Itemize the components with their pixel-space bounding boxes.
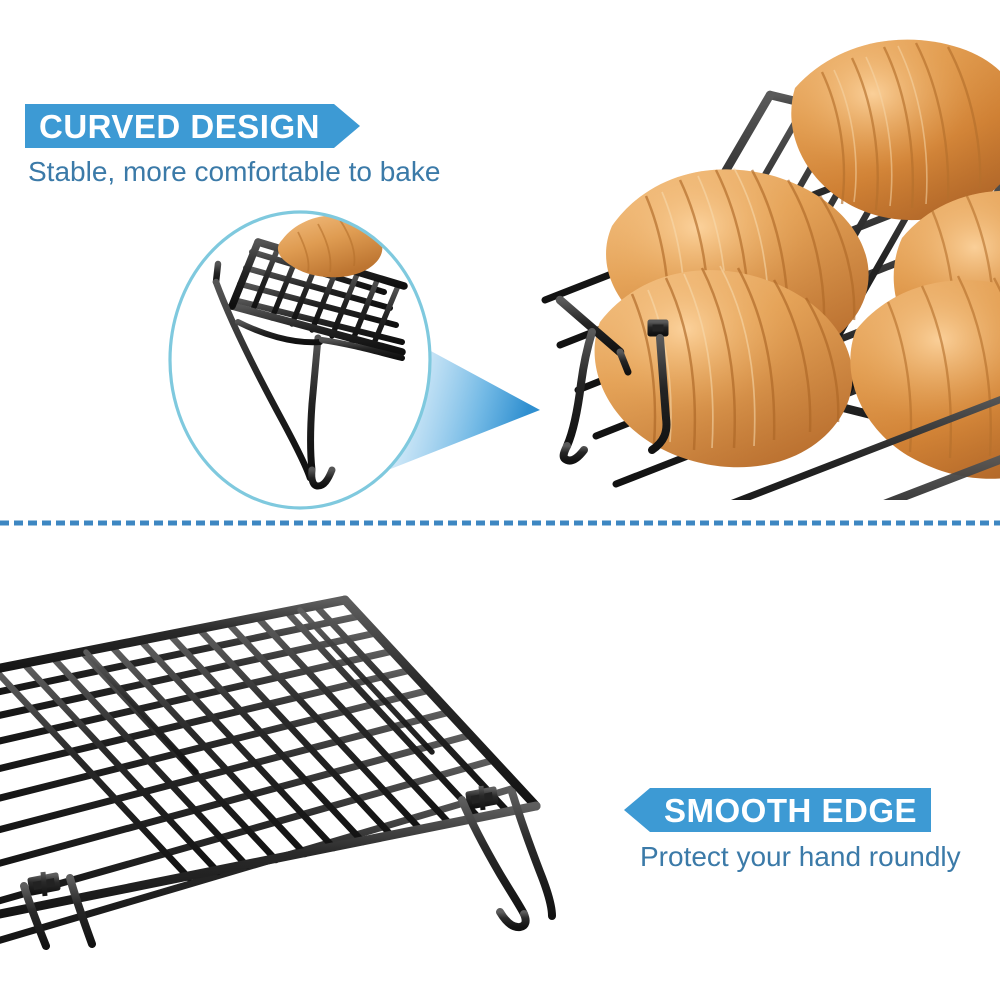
banner-smooth-label: SMOOTH EDGE [664, 791, 918, 829]
banner-smooth-edge: SMOOTH EDGE [624, 788, 932, 832]
subtitle-curved-design: Stable, more comfortable to bake [28, 156, 441, 187]
banner-curved-arrow-icon [333, 104, 360, 148]
banner-smooth-bar: SMOOTH EDGE [650, 788, 932, 832]
banner-curved-label: CURVED DESIGN [39, 107, 320, 145]
magnifier-ring [168, 210, 432, 510]
subtitle-smooth-edge: Protect your hand roundly [640, 841, 961, 872]
banner-smooth-arrow-icon [624, 788, 650, 832]
banner-curved-bar: CURVED DESIGN [25, 104, 334, 148]
dashed-divider [0, 520, 1000, 526]
banner-curved-design: CURVED DESIGN [25, 104, 360, 148]
